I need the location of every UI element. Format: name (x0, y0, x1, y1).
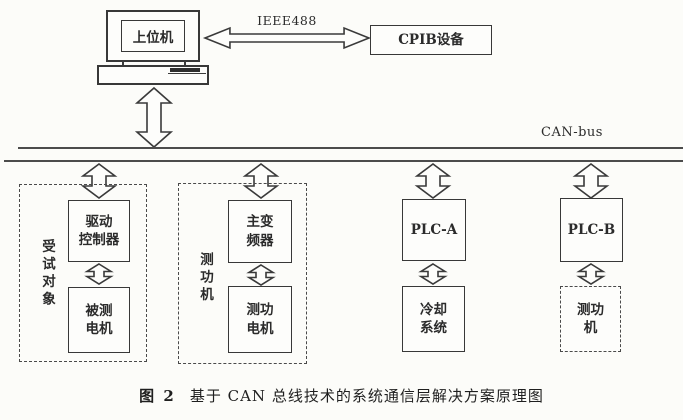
monitor-stand-line (184, 61, 186, 66)
host-bus-double-arrow-icon (134, 87, 174, 148)
branch1-bus-arrow-icon (82, 163, 116, 199)
monitor-stand-line (122, 61, 124, 66)
ieee488-double-arrow-icon (204, 26, 370, 50)
branch2-bus-arrow-icon (244, 163, 278, 199)
tested-motor-box: 被测 电机 (68, 287, 130, 353)
figure-number: 图 2 (139, 387, 176, 405)
host-computer-label: 上位机 (132, 30, 174, 46)
group-dynamometer (178, 183, 307, 364)
dyno-motor-box: 测功 电机 (228, 286, 292, 353)
branch4-inner-arrow-icon (578, 263, 604, 285)
cooling-system-label: 冷却 系统 (420, 301, 447, 336)
main-inverter-box: 主变 频器 (228, 200, 292, 263)
gpib-device-box: CPIB设备 (370, 25, 492, 55)
main-inverter-label: 主变 频器 (246, 214, 274, 249)
group-dynamometer-label: 测功机 (197, 252, 213, 305)
drive-controller-box: 驱动 控制器 (68, 200, 130, 262)
group-device-under-test-label: 受试对象 (39, 239, 55, 309)
dynamometer-dashed-box: 测功 机 (560, 286, 621, 352)
plc-a-label: PLC-A (410, 221, 458, 238)
ieee488-label: IEEE488 (257, 13, 317, 28)
can-bus-line-lower (4, 160, 683, 162)
can-bus-label: CAN-bus (541, 125, 603, 140)
plc-b-box: PLC-B (560, 198, 623, 262)
disk-slot-icon (170, 68, 200, 72)
drive-controller-label: 驱动 控制器 (78, 213, 120, 248)
branch3-inner-arrow-icon (420, 263, 446, 285)
cooling-system-box: 冷却 系统 (402, 286, 465, 352)
branch1-inner-arrow-icon (86, 263, 112, 285)
branch2-inner-arrow-icon (248, 264, 274, 286)
figure-caption: 图 2 基于 CAN 总线技术的系统通信层解决方案原理图 (0, 385, 683, 406)
gpib-device-label: CPIB设备 (398, 31, 464, 48)
dynamometer-dashed-label: 测功 机 (577, 301, 604, 336)
group-device-under-test (19, 184, 147, 362)
plc-a-box: PLC-A (402, 199, 466, 261)
tested-motor-label: 被测 电机 (85, 302, 113, 337)
branch4-bus-arrow-icon (574, 163, 608, 199)
branch3-bus-arrow-icon (416, 163, 450, 199)
disk-slot-line (168, 73, 206, 74)
host-computer-box: 上位机 (121, 20, 185, 52)
figure-title: 基于 CAN 总线技术的系统通信层解决方案原理图 (189, 387, 544, 405)
dyno-motor-label: 测功 电机 (246, 302, 274, 337)
can-bus-line-upper (18, 147, 683, 149)
plc-b-label: PLC-B (567, 221, 616, 238)
